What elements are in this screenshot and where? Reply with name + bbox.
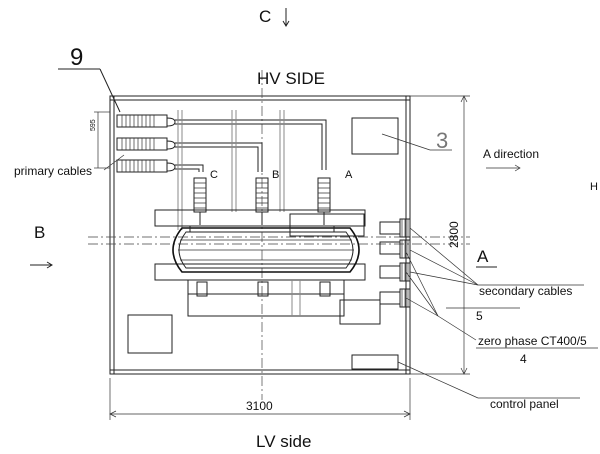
- control-panel-box: [351, 354, 399, 370]
- a-direction-label: A direction: [483, 147, 539, 161]
- lv-side-title: LV side: [256, 432, 311, 451]
- dim-595: 595: [90, 119, 97, 131]
- view-label-b: B: [34, 223, 45, 242]
- item-3-box: [351, 117, 399, 155]
- callout-5: 5: [476, 309, 483, 323]
- secondary-cables-label: secondary cables: [479, 284, 572, 298]
- lower-right-box: [339, 299, 381, 325]
- transformer-tank: [154, 209, 366, 281]
- hv-bushings: 595: [90, 111, 176, 173]
- bushing-2: [116, 137, 176, 151]
- dim-height: 2800: [447, 95, 468, 375]
- view-arrow-b: B: [30, 223, 53, 269]
- arrester-a: A: [317, 169, 353, 225]
- dim-width: 3100: [109, 378, 411, 420]
- bushing-1: [116, 114, 176, 128]
- view-arrow-a: A: [476, 247, 497, 268]
- ct-leader-lines: [397, 227, 598, 399]
- bushing-3: [116, 159, 176, 173]
- zero-phase-ct-label: zero phase CT400/5: [478, 334, 587, 348]
- hv-side-title: HV SIDE: [257, 69, 325, 88]
- view-label-c: C: [259, 7, 271, 26]
- center-lines: [88, 70, 470, 400]
- dim-width-label: 3100: [246, 399, 273, 413]
- control-panel-label: control panel: [490, 397, 559, 411]
- callout-9: 9: [70, 44, 83, 71]
- base-frame: [187, 279, 345, 317]
- dim-height-label: 2800: [447, 221, 461, 248]
- phase-label-b: B: [272, 169, 279, 181]
- callout-4: 4: [520, 352, 527, 366]
- view-label-a: A: [477, 247, 489, 266]
- lower-left-box: [127, 314, 173, 354]
- phase-label-a: A: [345, 169, 353, 181]
- edge-marker: H: [590, 181, 598, 193]
- arrester-c: C: [193, 169, 218, 225]
- view-arrow-c: C: [259, 7, 290, 27]
- callout-3: 3: [436, 128, 448, 153]
- arrester-b: B: [255, 169, 279, 225]
- phase-label-c: C: [210, 169, 218, 181]
- primary-cables-label: primary cables: [14, 164, 92, 178]
